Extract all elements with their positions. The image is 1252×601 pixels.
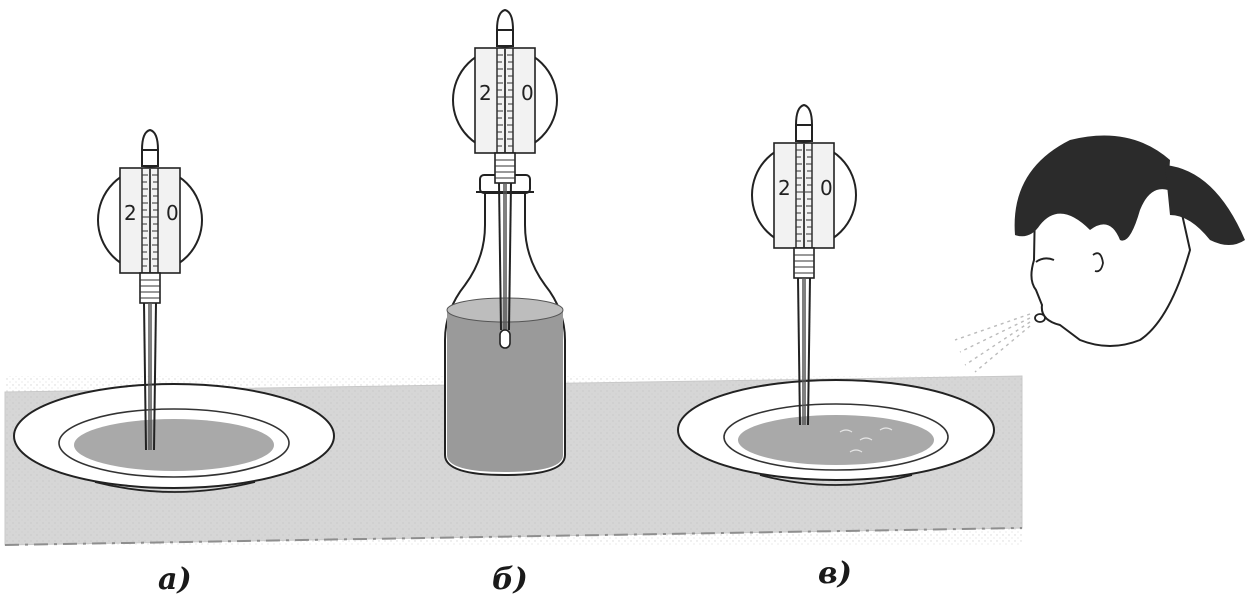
water-c <box>738 415 934 465</box>
plate-c <box>677 379 995 486</box>
scale-label-left-a: 2 <box>124 201 137 225</box>
caption-a: а) <box>158 562 192 597</box>
caption-c: в) <box>818 556 852 591</box>
scale-label-left-b: 2 <box>479 81 492 105</box>
plate-a <box>13 383 335 493</box>
thermometer-c: 2 0 <box>751 104 857 426</box>
scale-label-right-a: 0 <box>166 201 179 225</box>
caption-b: б) <box>492 562 528 597</box>
scale-label-right-c: 0 <box>820 176 833 200</box>
water-b <box>447 305 563 472</box>
thermometer-b: 2 0 <box>452 9 558 349</box>
girl-blowing-figure <box>954 135 1245 373</box>
scale-label-right-b: 0 <box>521 81 534 105</box>
water-a <box>74 419 274 471</box>
thermometer-a: 2 0 <box>97 129 203 451</box>
scale-label-left-c: 2 <box>778 176 791 200</box>
bottle-b <box>444 174 566 477</box>
